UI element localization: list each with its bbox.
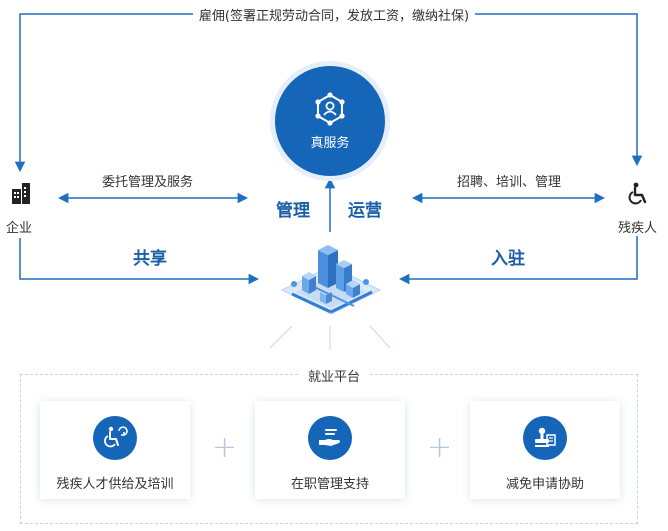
talent-supply-card: 残疾人才供给及培训	[40, 401, 190, 499]
disabled-person-label: 残疾人	[618, 221, 658, 236]
entrust-label: 委托管理及服务	[102, 175, 194, 190]
settle-arrow	[398, 236, 638, 285]
share-label: 共享	[133, 249, 167, 269]
platform-label: 就业平台	[0, 366, 668, 385]
hand-support-icon	[308, 416, 352, 460]
employment-label: 雇佣(签署正规劳动合同，发放工资，缴纳社保)	[0, 5, 668, 24]
manage-label: 管理	[276, 201, 310, 221]
recruit-label: 招聘、培训、管理	[457, 175, 562, 190]
network-person-icon	[315, 91, 345, 126]
card-title: 减免申请协助	[505, 477, 584, 492]
stamp-document-icon	[523, 416, 567, 460]
plus-icon: +	[212, 430, 238, 465]
isometric-city-icon	[280, 245, 382, 315]
service-node: 真服务	[275, 66, 385, 176]
card-title: 在职管理支持	[290, 477, 369, 492]
wheelchair-refresh-icon	[93, 416, 137, 460]
enterprise-label: 企业	[6, 221, 33, 236]
plus-icon: +	[427, 430, 453, 465]
job-support-card: 在职管理支持	[255, 401, 405, 499]
settle-label: 入驻	[491, 249, 525, 269]
service-label: 真服务	[310, 135, 350, 151]
share-arrow	[19, 238, 260, 285]
reduction-apply-card: 减免申请协助	[470, 401, 620, 499]
operate-label: 运营	[348, 201, 382, 221]
wheelchair-icon	[627, 182, 651, 206]
building-icon	[9, 181, 33, 205]
card-title: 残疾人才供给及培训	[56, 477, 174, 492]
